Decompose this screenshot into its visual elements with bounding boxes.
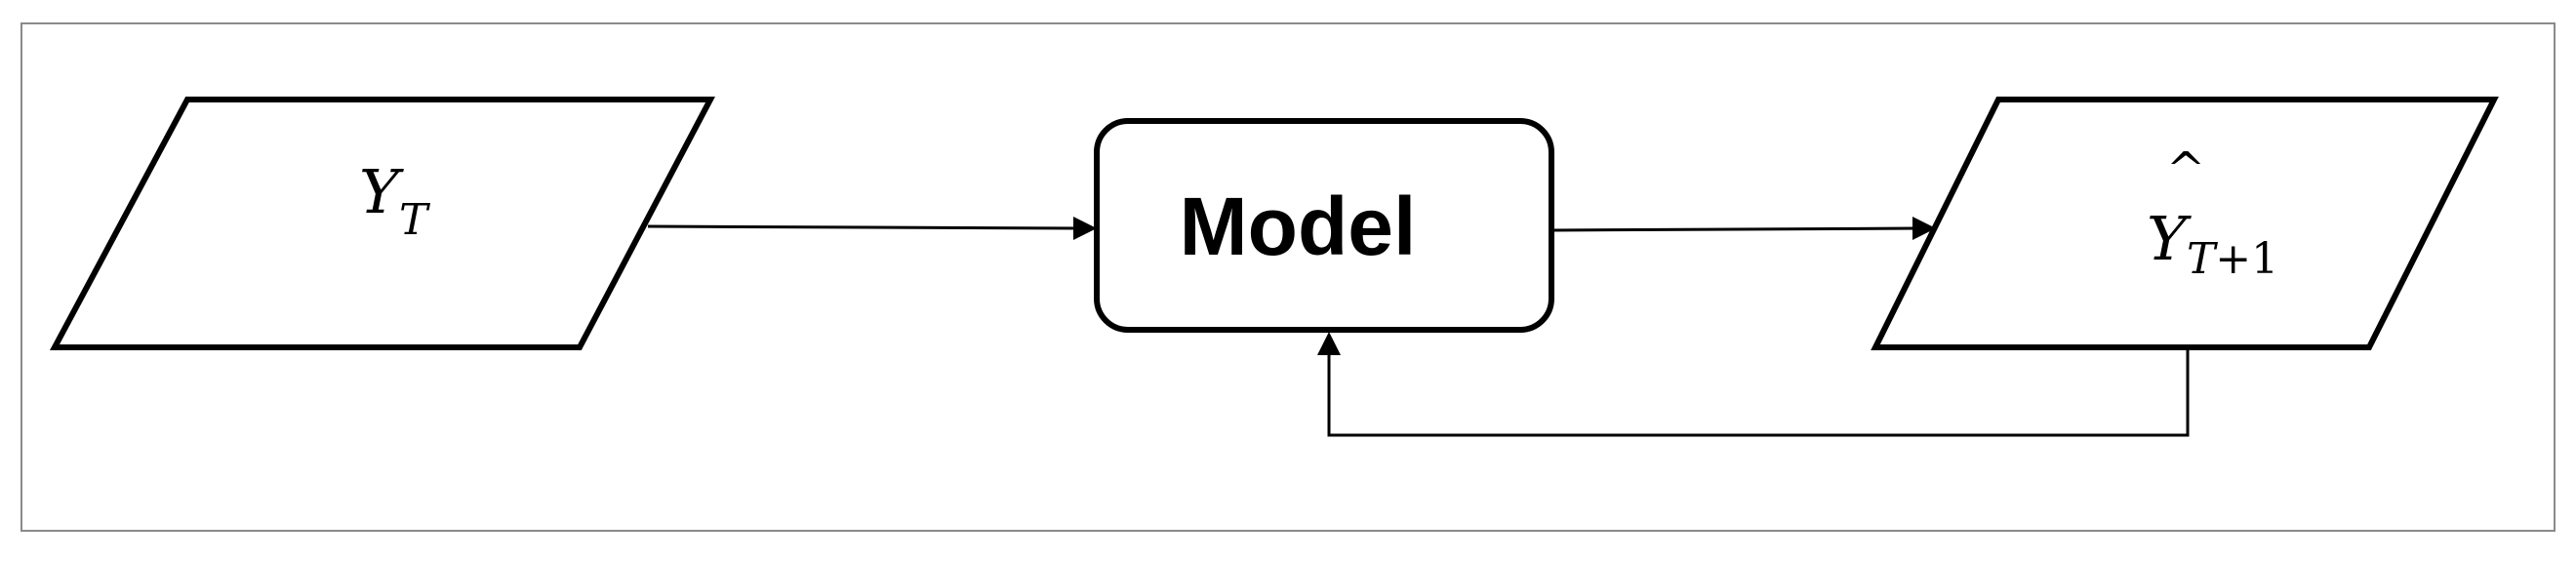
arrowhead-up-icon bbox=[1317, 332, 1341, 355]
edge-model-output-line bbox=[1550, 226, 1919, 232]
model-label: Model bbox=[1180, 181, 1417, 272]
edge-model-to-output bbox=[1550, 217, 1936, 240]
output-symbol: Y bbox=[2147, 203, 2192, 274]
output-node: ^ YT+1 bbox=[1871, 97, 2499, 350]
output-parallelogram bbox=[1871, 97, 2499, 350]
arrowhead-right-icon bbox=[1073, 217, 1097, 240]
input-label: YT bbox=[359, 156, 431, 245]
output-hat: ^ bbox=[2166, 142, 2205, 197]
edge-input-to-model bbox=[647, 217, 1097, 240]
edge-feedback-line bbox=[1327, 349, 2190, 437]
input-parallelogram bbox=[49, 97, 715, 350]
edge-input-model-line bbox=[647, 224, 1080, 230]
input-subscript: T bbox=[399, 195, 431, 245]
input-node: YT bbox=[49, 97, 715, 350]
model-box bbox=[1094, 118, 1554, 333]
input-symbol: Y bbox=[359, 156, 404, 227]
output-label: YT+1 bbox=[2147, 203, 2278, 284]
arrowhead-right-icon bbox=[1912, 217, 1936, 240]
output-subscript-var: T bbox=[2187, 234, 2219, 284]
model-node: Model bbox=[1094, 118, 1554, 333]
edge-feedback-output-to-model bbox=[1317, 332, 2190, 437]
output-subscript-rest: +1 bbox=[2215, 234, 2278, 284]
